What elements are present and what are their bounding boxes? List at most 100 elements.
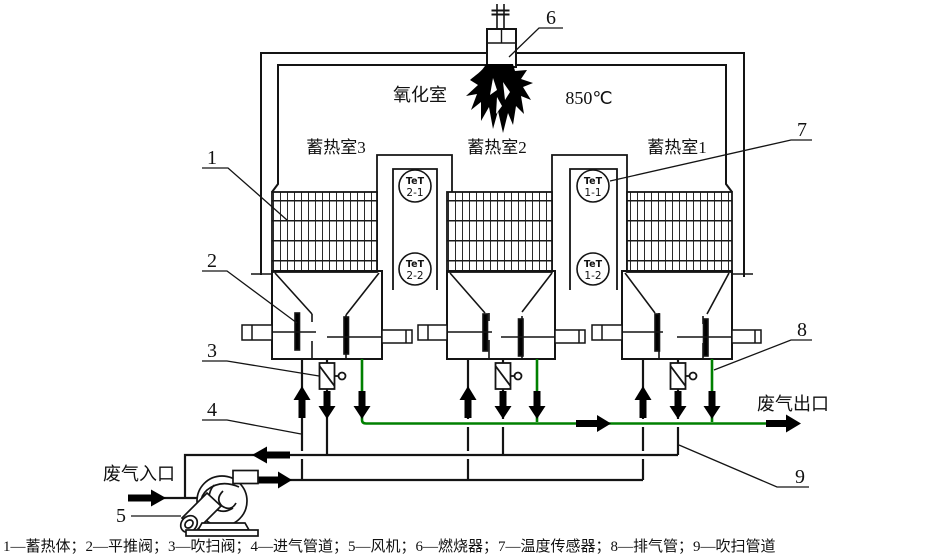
fan-outlet-duct bbox=[232, 469, 259, 485]
flow-arrows bbox=[128, 386, 801, 507]
callout-number: 1 bbox=[207, 147, 217, 169]
waste-gas-inlet-label: 废气入口 bbox=[103, 464, 175, 484]
column-b-inner bbox=[569, 168, 618, 290]
flow-arrow-up-1 bbox=[634, 386, 652, 418]
heat-storage-grids bbox=[271, 191, 733, 273]
flow-arrow-intake-supply bbox=[256, 471, 292, 489]
stub-pipe-right bbox=[731, 329, 762, 344]
callout-number: 5 bbox=[116, 505, 126, 527]
regenerator-grid-3 bbox=[271, 191, 378, 273]
flow-arrow-inlet bbox=[128, 489, 166, 507]
temp-sensor-1-1: TeT 1-1 bbox=[576, 169, 610, 203]
callout-number: 3 bbox=[207, 340, 217, 362]
burner-stem bbox=[496, 4, 505, 29]
hopper-chamber-2 bbox=[417, 270, 586, 360]
fan-base-plate bbox=[185, 529, 259, 537]
stub-pipe-left bbox=[417, 324, 448, 341]
hoppers bbox=[241, 270, 762, 360]
sensor-tag: TeT bbox=[406, 176, 425, 187]
sensor-tag: TeT bbox=[406, 259, 425, 270]
chamber-2-label: 蓄热室2 bbox=[467, 138, 527, 157]
temp-sensor-1-2: TeT 1-2 bbox=[576, 252, 610, 286]
callout-3: 3 bbox=[202, 340, 320, 377]
flame-highlight-1 bbox=[490, 78, 497, 95]
sensor-id: 1-2 bbox=[584, 270, 601, 282]
flame-highlight-3 bbox=[496, 97, 502, 114]
hopper-slope-left bbox=[274, 272, 313, 315]
hopper-chamber-1 bbox=[591, 270, 762, 360]
push-valve-plate-right bbox=[343, 316, 350, 355]
flame-icon bbox=[466, 64, 533, 133]
burner-crossbar bbox=[491, 9, 510, 16]
hopper-box bbox=[271, 270, 383, 360]
temperature-label: 850℃ bbox=[565, 88, 612, 108]
hopper-slope-right bbox=[345, 272, 380, 316]
flow-arrow-down-purge-3 bbox=[318, 391, 336, 419]
purge-valve-1 bbox=[669, 362, 698, 390]
temp-sensor-2-2: TeT 2-2 bbox=[398, 252, 432, 286]
flame-highlight-2 bbox=[503, 82, 510, 100]
stub-pipe-left bbox=[241, 324, 273, 341]
hopper-slope-right bbox=[706, 272, 730, 315]
flow-arrow-up-3 bbox=[293, 386, 311, 418]
sensor-id: 2-2 bbox=[406, 270, 423, 282]
callout-9: 9 bbox=[678, 444, 809, 488]
hopper-box bbox=[446, 270, 556, 360]
callout-5: 5 bbox=[116, 505, 181, 527]
purge-manifold bbox=[183, 453, 678, 497]
fan bbox=[179, 469, 259, 537]
hopper-slope-right bbox=[521, 272, 553, 313]
hopper-box bbox=[621, 270, 733, 360]
callout-6: 6 bbox=[508, 7, 563, 58]
flow-arrow-down-exh-3 bbox=[353, 391, 371, 419]
temp-sensor-2-1: TeT 2-1 bbox=[398, 169, 432, 203]
burner bbox=[466, 4, 533, 133]
callout-7: 7 bbox=[609, 119, 812, 182]
callout-number: 6 bbox=[546, 7, 556, 29]
regenerator-grid-1 bbox=[626, 191, 733, 273]
callout-4: 4 bbox=[202, 399, 302, 435]
flow-arrow-up-2 bbox=[459, 386, 477, 418]
callout-number: 9 bbox=[795, 466, 805, 488]
hopper-chamber-3 bbox=[241, 270, 413, 360]
waste-gas-outlet-label: 废气出口 bbox=[757, 394, 829, 414]
sensor-id: 2-1 bbox=[406, 187, 423, 199]
callout-2: 2 bbox=[202, 250, 298, 324]
callouts: 1 2 3 4 5 6 7 8 bbox=[116, 7, 812, 527]
burner-divider bbox=[487, 29, 516, 44]
sensor-id: 1-1 bbox=[584, 187, 601, 199]
callout-number: 4 bbox=[207, 399, 217, 421]
chamber-1-label: 蓄热室1 bbox=[647, 138, 707, 157]
regenerator-grid-2 bbox=[446, 191, 553, 273]
sensor-tag: TeT bbox=[584, 259, 603, 270]
callout-number: 8 bbox=[797, 319, 807, 341]
purge-valve-2 bbox=[494, 362, 523, 390]
oxidation-chamber-label: 氧化室 bbox=[393, 85, 447, 105]
stub-pipe-left bbox=[591, 324, 623, 341]
fan-inlet-cap-inner bbox=[184, 519, 194, 529]
purge-valve-3 bbox=[318, 362, 347, 390]
labels: 氧化室 850℃ 蓄热室3 蓄热室2 蓄热室1 废气出口 废气入口 bbox=[103, 85, 829, 484]
stub-pipe-right bbox=[381, 329, 413, 344]
callout-number: 7 bbox=[797, 119, 807, 141]
flow-arrow-down-exh-2 bbox=[528, 391, 546, 419]
exhaust-pipe-manifold bbox=[360, 359, 767, 425]
flow-arrow-down-purge-2 bbox=[494, 391, 512, 419]
purge-valves bbox=[318, 362, 698, 390]
flow-arrow-down-exh-1 bbox=[703, 391, 721, 419]
flow-arrow-outlet bbox=[766, 414, 801, 433]
fan-pedestal bbox=[196, 522, 251, 531]
chamber-3-label: 蓄热室3 bbox=[306, 138, 366, 157]
flow-arrow-exhaust-mid bbox=[576, 415, 611, 432]
flow-arrow-purge-return bbox=[252, 446, 290, 464]
legend-caption: 1—蓄热体；2—平推阀；3—吹扫阀；4—进气管道；5—风机；6—燃烧器；7—温度… bbox=[3, 539, 776, 555]
column-a-inner bbox=[392, 168, 438, 290]
flow-arrow-down-purge-1 bbox=[669, 391, 687, 419]
hopper-slope-left bbox=[449, 272, 486, 314]
sensor-tag: TeT bbox=[584, 176, 603, 187]
callout-8: 8 bbox=[713, 319, 812, 371]
hopper-slope-left bbox=[624, 272, 656, 314]
callout-number: 2 bbox=[207, 250, 217, 272]
